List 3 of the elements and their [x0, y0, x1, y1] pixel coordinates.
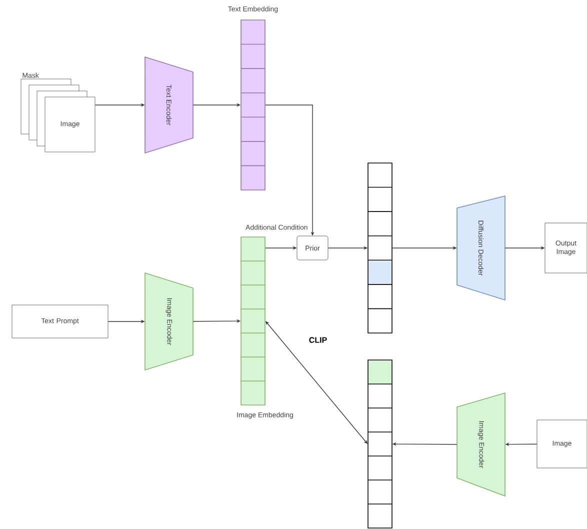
- edge-label: CLIP: [308, 336, 328, 344]
- embedding-column: [368, 360, 392, 528]
- embedding-column: [368, 162, 392, 334]
